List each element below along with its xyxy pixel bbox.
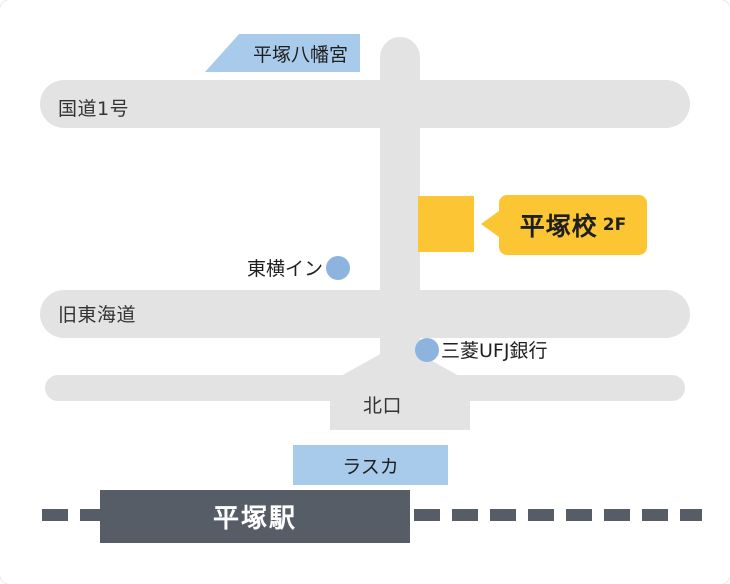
blue-circle-marker-icon <box>326 255 351 280</box>
road-old-tokaido <box>40 290 690 338</box>
road-old-tokaido-label: 旧東海道 <box>58 304 137 326</box>
station-label: 平塚駅 <box>212 504 297 534</box>
road-route1-label: 国道1号 <box>58 98 130 120</box>
building-lusca-label: ラスカ <box>342 455 399 478</box>
rail-dash <box>80 509 106 521</box>
rail-dash <box>414 509 440 521</box>
road-route1 <box>40 80 690 128</box>
rail-dash <box>566 509 592 521</box>
plaza-north-exit-label: 北口 <box>363 395 403 417</box>
rail-dash <box>42 509 68 521</box>
poi-toyoko-inn-label: 東横イン <box>247 258 324 280</box>
rail-dash <box>680 509 702 521</box>
callout-arrow-icon <box>481 211 499 237</box>
callout-floor-label: 2F <box>602 215 627 235</box>
rail-dash <box>642 509 668 521</box>
callout-hiratsuka-school: 平塚校 2F <box>499 195 647 255</box>
rail-dash <box>490 509 516 521</box>
banner-hiratsuka-hachimangu: 平塚八幡宮 <box>205 34 360 72</box>
rail-dash <box>452 509 478 521</box>
banner-label: 平塚八幡宮 <box>252 43 348 66</box>
highlight-building-marker <box>418 196 474 252</box>
rail-dash <box>604 509 630 521</box>
building-lusca: ラスカ <box>293 445 448 485</box>
station-hiratsuka: 平塚駅 <box>100 490 410 543</box>
poi-toyoko-inn: 東横イン <box>247 254 351 281</box>
poi-mufg-bank-label: 三菱UFJ銀行 <box>441 340 548 362</box>
plaza-north-exit <box>330 378 470 430</box>
blue-circle-marker-icon <box>415 337 439 362</box>
rail-dash <box>528 509 554 521</box>
callout-main-label: 平塚校 <box>519 212 598 241</box>
poi-mufg-bank: 三菱UFJ銀行 <box>415 336 547 363</box>
